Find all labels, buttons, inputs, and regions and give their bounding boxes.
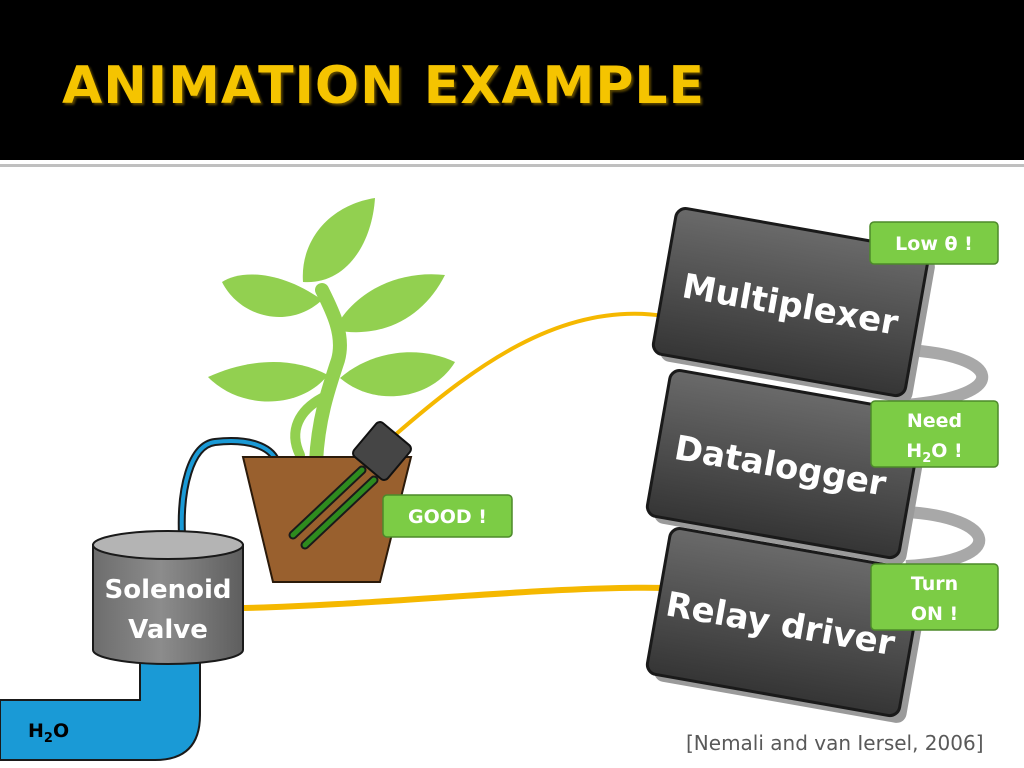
sensor-status-badge: GOOD !: [382, 494, 513, 538]
solenoid-label-line2: Valve: [128, 615, 208, 645]
sensor-status-text: GOOD !: [408, 506, 487, 528]
solenoid-valve: Solenoid Valve: [92, 530, 244, 665]
datalogger-status-line1: Need: [907, 410, 962, 432]
relay-status-line2: ON !: [911, 603, 958, 625]
relay-driver-box: Relay driver: [645, 527, 929, 723]
datalogger-status-line2: H2O !: [906, 440, 962, 466]
datalogger-box: Datalogger: [645, 369, 929, 565]
relay-status-line1: Turn: [911, 573, 958, 595]
plant-icon: [208, 198, 455, 469]
wire-sensor-multiplexer: [393, 311, 665, 437]
citation: [Nemali and van Iersel, 2006]: [686, 731, 984, 755]
multiplexer-box: Multiplexer: [651, 207, 935, 403]
cable-multiplexer-datalogger: [905, 344, 989, 411]
multiplexer-status-text: Low θ !: [895, 233, 973, 255]
multiplexer-status-badge: Low θ !: [869, 221, 999, 265]
title-bar: [0, 0, 1024, 160]
relay-status-badge: Turn ON !: [870, 563, 999, 631]
water-pipe: [0, 649, 201, 761]
moisture-sensor: [288, 421, 412, 550]
cable-datalogger-relay: [905, 506, 986, 572]
datalogger-status-badge: Need H2O !: [870, 400, 999, 468]
drip-tube-inner: [179, 439, 278, 536]
solenoid-label-line1: Solenoid: [104, 575, 231, 605]
wire-solenoid-relay: [243, 584, 669, 611]
title-divider: [0, 160, 1024, 164]
water-label: H2O: [28, 720, 69, 746]
slide-title: ANIMATION EXAMPLE: [62, 56, 706, 116]
title-divider-shadow: [0, 164, 1024, 167]
